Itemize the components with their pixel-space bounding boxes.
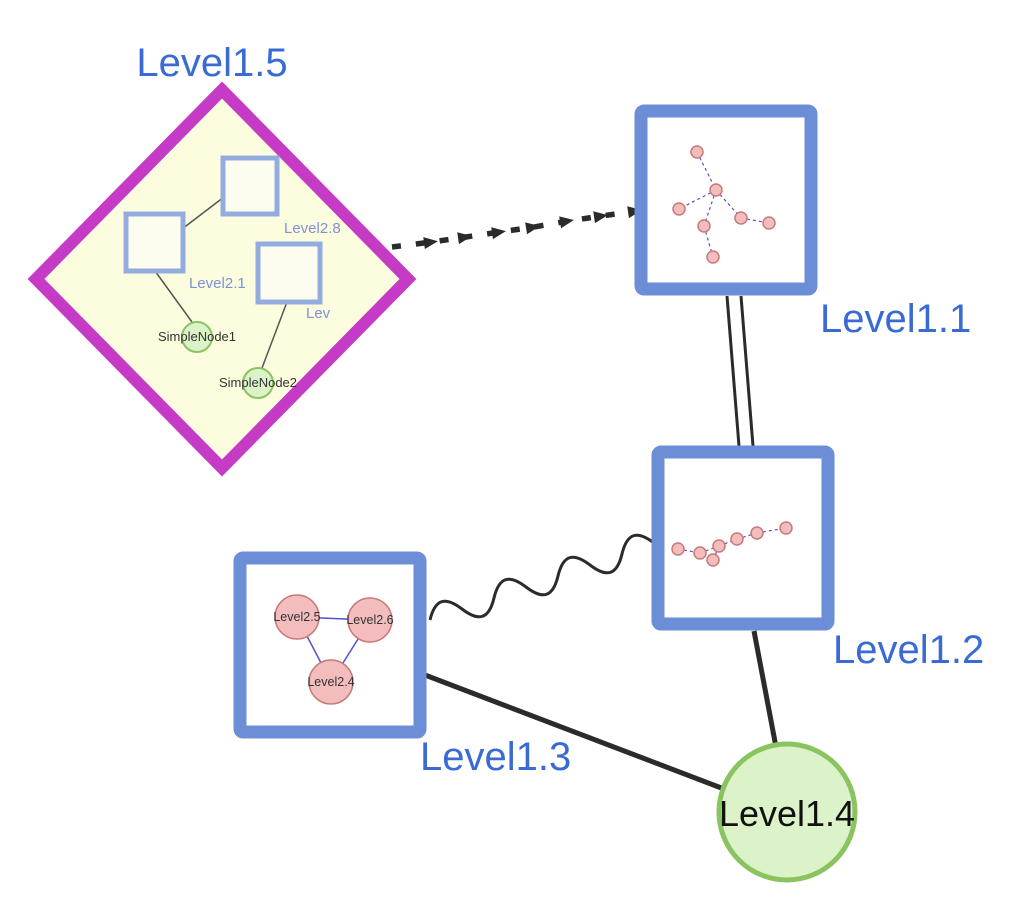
simple-nodes [181,321,274,399]
node-simplenode2[interactable] [242,367,274,399]
mini-node[interactable] [671,542,685,556]
node-level2-5[interactable] [274,594,320,640]
mini-graph-2-nodes [671,521,793,567]
mini-node[interactable] [750,526,764,540]
edge-level11-level12[interactable] [725,295,755,447]
node-level1-2[interactable] [651,445,835,631]
level13-node-labels: Level2.5 Level2.6 Level2.4 [273,610,393,689]
label-level2-5: Level2.5 [273,610,320,624]
edge-line[interactable] [739,295,755,447]
mini-edge[interactable] [678,189,717,210]
mini-node[interactable] [697,219,711,233]
node-label-level1-3: Level1.3 [420,735,571,779]
mini-node[interactable] [672,202,686,216]
mini-node[interactable] [730,532,744,546]
mini-node[interactable] [690,145,704,159]
node-level1-3[interactable]: Level2.5 Level2.6 Level2.4 [233,551,427,739]
inner-group-squares [123,155,323,305]
mini-edge[interactable] [740,217,770,224]
edge-level13-level12[interactable] [428,533,655,621]
inner-group-labels: Level2.8 Level2.1 Lev [189,220,341,322]
inner-edge[interactable] [261,301,288,369]
edge-level12-level14[interactable] [751,630,779,748]
group-node-lev[interactable] [255,241,323,305]
node-level1-4[interactable]: Level1.4 [716,741,858,883]
edges-layer [391,206,779,792]
mini-edge[interactable] [696,151,717,191]
label-simplenode1: SimpleNode1 [158,329,236,344]
label-level2-4: Level2.4 [307,675,354,689]
node-level1-5[interactable]: Level2.8 Level2.1 Lev SimpleNode1 Simple… [27,81,417,477]
inner-edge[interactable] [154,270,193,323]
box-level1-3[interactable] [233,551,427,739]
diamond-shape[interactable] [27,81,417,477]
node-label-level1-1: Level1.1 [820,297,971,341]
inner-edges [154,196,288,369]
mini-node[interactable] [709,183,723,197]
label-level2-6: Level2.6 [346,613,393,627]
top-level-labels: Level1.5 Level1.1 Level1.2 Level1.3 [136,41,984,779]
group-label-level2-1: Level2.1 [189,275,246,292]
node-label-level1-2: Level1.2 [833,628,984,672]
mini-node[interactable] [706,553,720,567]
group-label-level2-8: Level2.8 [284,220,341,237]
mini-node[interactable] [779,521,793,535]
mini-node[interactable] [706,250,720,264]
mini-graph-1-nodes [672,145,776,264]
box-level1-1[interactable] [634,104,818,296]
level13-nodes [274,594,393,705]
mini-node[interactable] [712,539,726,553]
inner-edge[interactable] [181,196,225,230]
node-simplenode1[interactable] [181,321,213,353]
simple-node-labels: SimpleNode1 SimpleNode2 [158,329,297,390]
circle-level1-4[interactable] [716,741,858,883]
mini-node[interactable] [762,216,776,230]
group-label-lev: Lev [306,305,331,322]
node-level2-6[interactable] [347,597,393,643]
node-label-level1-5: Level1.5 [136,41,287,85]
mini-node[interactable] [734,211,748,225]
node-level2-4[interactable] [308,659,354,705]
group-node-level2-1[interactable] [123,211,186,274]
edge-level13-level14[interactable] [424,672,725,792]
node-level1-1[interactable] [634,104,818,296]
label-simplenode2: SimpleNode2 [219,375,297,390]
mini-node[interactable] [693,546,707,560]
node-label-level1-4: Level1.4 [719,793,855,834]
group-node-level2-8[interactable] [220,155,280,217]
edge-line[interactable] [725,295,741,447]
edge-level15-level11[interactable] [391,206,642,250]
